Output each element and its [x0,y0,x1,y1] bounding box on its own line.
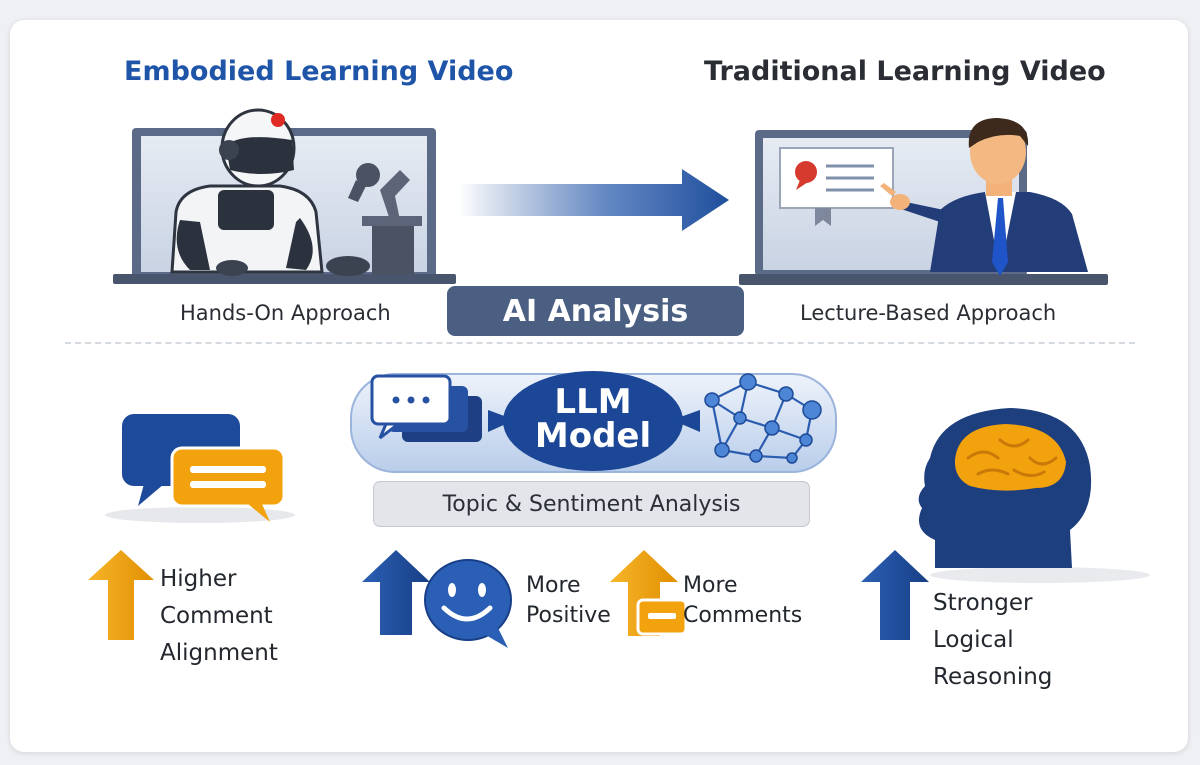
reasoning-line1: Stronger [933,590,1033,616]
ai-analysis-pill: AI Analysis [447,286,744,336]
positive-up-arrow [362,550,430,635]
alignment-line3: Alignment [160,640,278,666]
llm-line1: LLM [554,382,631,422]
positive-line2: Positive [526,603,611,628]
traditional-title: Traditional Learning Video [704,56,1106,87]
hands-on-caption: Hands-On Approach [180,301,391,325]
chat-bubbles-icon [370,374,482,442]
llm-line2: Model [535,416,651,456]
positive-label: More Positive [526,571,611,631]
comments-line2: Comments [683,603,803,628]
lecturer-icon [880,118,1088,276]
topic-sentiment-bar: Topic & Sentiment Analysis [373,481,810,527]
section-divider [65,342,1135,344]
alignment-label: Higher Comment Alignment [160,561,278,672]
lecture-caption: Lecture-Based Approach [800,301,1057,325]
alignment-line1: Higher [160,566,237,592]
comment-box-icon [636,598,688,636]
embodied-title: Embodied Learning Video [124,56,514,87]
smiley-bubble-icon [424,559,512,648]
comments-up-arrow [610,550,678,636]
reasoning-line3: Reasoning [933,664,1053,690]
comments-label: More Comments [683,571,802,631]
brain-head-icon [918,408,1150,583]
positive-line1: More [526,573,581,598]
reasoning-line2: Logical [933,627,1014,653]
reasoning-up-arrow [861,550,929,640]
comment-bubbles-icon [105,414,295,523]
reasoning-label: Stronger Logical Reasoning [933,585,1052,696]
comments-line1: More [683,573,738,598]
robot-icon [170,108,422,276]
alignment-up-arrow [88,550,154,640]
flow-arrow [458,169,729,231]
neural-network-nodes [704,373,822,464]
alignment-line2: Comment [160,603,273,629]
